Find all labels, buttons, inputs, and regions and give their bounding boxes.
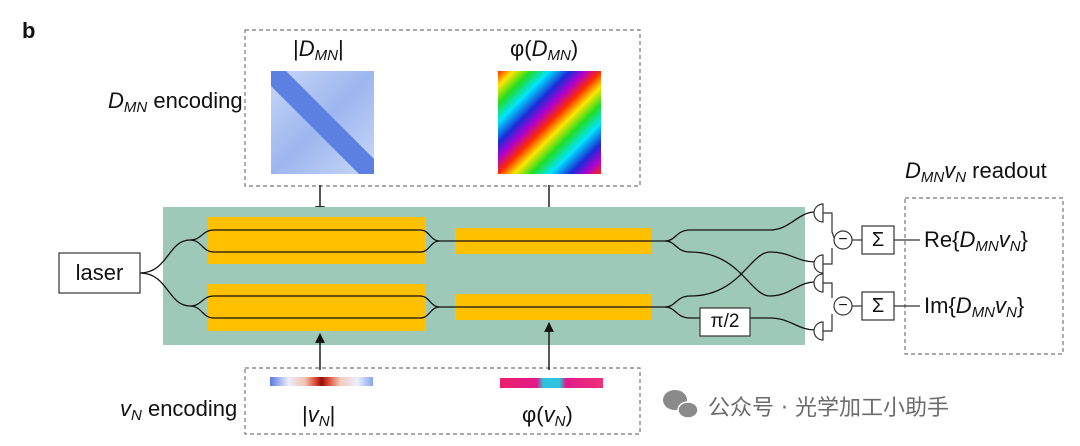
watermark-text: 公众号 · 光学加工小助手 (708, 396, 949, 421)
abs-dmn-matrix (271, 71, 374, 174)
phase-dmn-label: φ(DMN) (510, 36, 579, 64)
abs-vn-label: |vN| (302, 402, 336, 430)
sum-symbol-bottom: Σ (871, 295, 885, 317)
minus-symbol-top: − (838, 231, 848, 248)
phase-dmn-matrix (498, 71, 601, 174)
dmn-encoding-label: DMN encoding (108, 88, 243, 116)
phase-vn-bar (500, 378, 603, 388)
phase-vn-label: φ(vN) (522, 402, 573, 430)
readout-box (904, 197, 1064, 355)
im-output-label: Im{DMNvN} (924, 293, 1025, 321)
vn-encoding-box (244, 367, 641, 435)
vn-encoding-label: vN encoding (120, 396, 238, 424)
panel-letter: b (22, 18, 36, 43)
abs-dmn-label: |DMN| (293, 36, 344, 64)
phase-shifter-label: π/2 (710, 311, 740, 332)
sum-box-bottom (861, 291, 895, 321)
sum-box-top (861, 225, 895, 255)
photodetectors (813, 203, 824, 341)
laser-box (58, 252, 141, 294)
waveguides (139, 211, 816, 331)
minus-symbol-bottom: − (838, 297, 848, 314)
amplitude-modulator-top (208, 217, 426, 264)
phase-shifter-box (699, 307, 751, 337)
abs-vn-bar (270, 377, 373, 386)
subtractor-bottom (833, 296, 853, 316)
re-output-label: Re{DMNvN} (924, 227, 1028, 255)
sum-symbol-top: Σ (871, 229, 885, 251)
subtractor-top (833, 230, 853, 250)
readout-title: DMNvN readout (905, 158, 1047, 186)
laser-label: laser (75, 260, 124, 285)
amplitude-modulator-bottom (208, 284, 426, 331)
dmn-encoding-box (244, 29, 641, 187)
wechat-icon (663, 390, 699, 419)
